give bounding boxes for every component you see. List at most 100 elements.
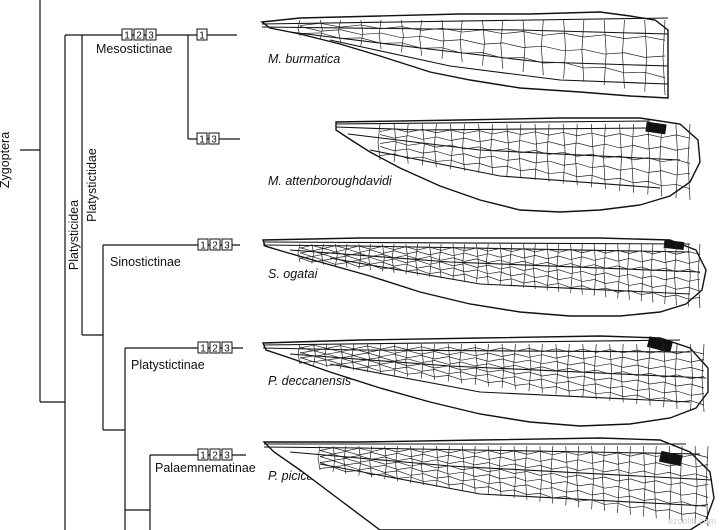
crossvein xyxy=(662,19,666,96)
crossvein xyxy=(405,243,409,275)
longitudinal-vein xyxy=(299,244,701,255)
crossvein xyxy=(462,123,465,171)
crossvein xyxy=(664,243,668,304)
crossvein xyxy=(534,123,538,181)
longitudinal-vein xyxy=(299,347,705,363)
crossvein xyxy=(694,445,698,525)
crossvein xyxy=(377,123,381,161)
longitudinal-vein xyxy=(319,450,709,468)
crossvein xyxy=(405,123,409,164)
crossvein xyxy=(647,123,651,195)
crossvein xyxy=(391,243,395,273)
crossvein xyxy=(334,243,338,267)
longitudinal-vein xyxy=(299,344,705,355)
crossvein xyxy=(518,123,522,179)
crossvein xyxy=(506,123,510,177)
crossvein xyxy=(499,243,503,286)
crossvein xyxy=(609,343,613,401)
crossvein xyxy=(603,19,607,86)
crossvein xyxy=(317,445,321,471)
crossvein xyxy=(324,343,328,368)
crossvein xyxy=(472,445,476,493)
crossvein xyxy=(687,123,691,201)
marker-label-mesostictinae: 2 xyxy=(136,31,142,42)
crossvein xyxy=(701,343,705,413)
crossvein xyxy=(415,243,418,276)
crossvein xyxy=(360,19,364,46)
marker-box-m-attenboroughdavidi xyxy=(196,132,208,145)
wing-p-picicaudata-crossveins xyxy=(317,445,709,527)
longitudinal-vein xyxy=(299,355,705,389)
clade-label-sinostictinae: Sinostictinae xyxy=(110,255,181,269)
crossvein xyxy=(487,445,491,495)
crossvein xyxy=(522,19,526,73)
longitudinal-vein xyxy=(319,456,709,487)
crossvein xyxy=(401,19,404,53)
crossvein xyxy=(562,123,566,184)
crossvein xyxy=(570,243,573,294)
crossvein xyxy=(429,243,432,277)
wing-m-burmatica-crossveins xyxy=(297,19,666,96)
crossvein xyxy=(446,445,450,489)
crossvein xyxy=(617,445,620,513)
crossvein xyxy=(498,445,502,497)
marker-label-p-deccanensis: 2 xyxy=(212,344,218,355)
crossvein xyxy=(459,19,463,63)
longitudinal-vein xyxy=(299,32,666,79)
crossvein xyxy=(450,123,453,170)
crossvein xyxy=(524,445,528,500)
marker-label-m-attenboroughdavidi: 3 xyxy=(211,135,217,146)
crossvein xyxy=(539,445,543,502)
crossvein xyxy=(555,343,559,395)
wing-p-picicaudata xyxy=(262,437,715,530)
species-label-m-burmatica: M. burmatica xyxy=(268,52,340,66)
crossvein xyxy=(482,19,485,66)
crossvein xyxy=(631,123,634,193)
marker-box-p-deccanensis xyxy=(221,341,233,354)
marker-box-mesostictinae xyxy=(121,28,133,41)
crossvein xyxy=(540,343,543,393)
longitudinal-vein xyxy=(379,153,691,190)
crossvein xyxy=(668,445,672,521)
crossvein xyxy=(501,343,505,389)
marker-label-s-ogatai: 2 xyxy=(212,241,218,252)
clade-label-platystictidae: Platystictidae xyxy=(85,148,99,222)
crossvein xyxy=(368,243,371,271)
marker-box-p-deccanensis xyxy=(209,341,221,354)
longitudinal-vein xyxy=(379,134,691,151)
marker-label-p-picicaudata: 2 xyxy=(212,451,218,462)
longitudinal-vein xyxy=(319,462,709,507)
crossvein xyxy=(546,243,550,291)
marker-label-p-picicaudata: 3 xyxy=(224,451,230,462)
longitudinal-vein xyxy=(299,22,666,41)
crossvein xyxy=(297,343,301,365)
crossvein xyxy=(297,243,301,263)
crossvein xyxy=(438,243,442,279)
crossvein xyxy=(581,19,585,82)
crossvein xyxy=(674,343,678,409)
crossvein xyxy=(690,343,693,411)
longitudinal-vein xyxy=(319,466,709,518)
wing-s-ogatai-crossveins xyxy=(297,243,701,309)
crossvein xyxy=(663,343,666,408)
crossvein xyxy=(653,445,657,519)
longitudinal-vein xyxy=(319,447,709,458)
marker-label-p-deccanensis: 1 xyxy=(200,344,206,355)
wing-s-ogatai-stigma xyxy=(663,239,685,251)
crossvein xyxy=(461,445,465,491)
crossvein xyxy=(591,445,594,510)
crossvein xyxy=(421,123,425,166)
clade-label-platystictinae: Platystictinae xyxy=(131,358,205,372)
crossvein xyxy=(378,19,382,50)
marker-box-m-attenboroughdavidi xyxy=(208,132,220,145)
watermark: ezoolib.com xyxy=(668,516,716,526)
crossvein xyxy=(582,343,586,398)
crossvein xyxy=(462,243,466,281)
crossvein xyxy=(642,445,646,517)
crossvein xyxy=(640,243,644,302)
marker-box-p-picicaudata xyxy=(221,448,233,461)
crossvein xyxy=(513,343,516,390)
longitudinal-vein xyxy=(299,357,705,396)
crossvein xyxy=(486,343,489,387)
